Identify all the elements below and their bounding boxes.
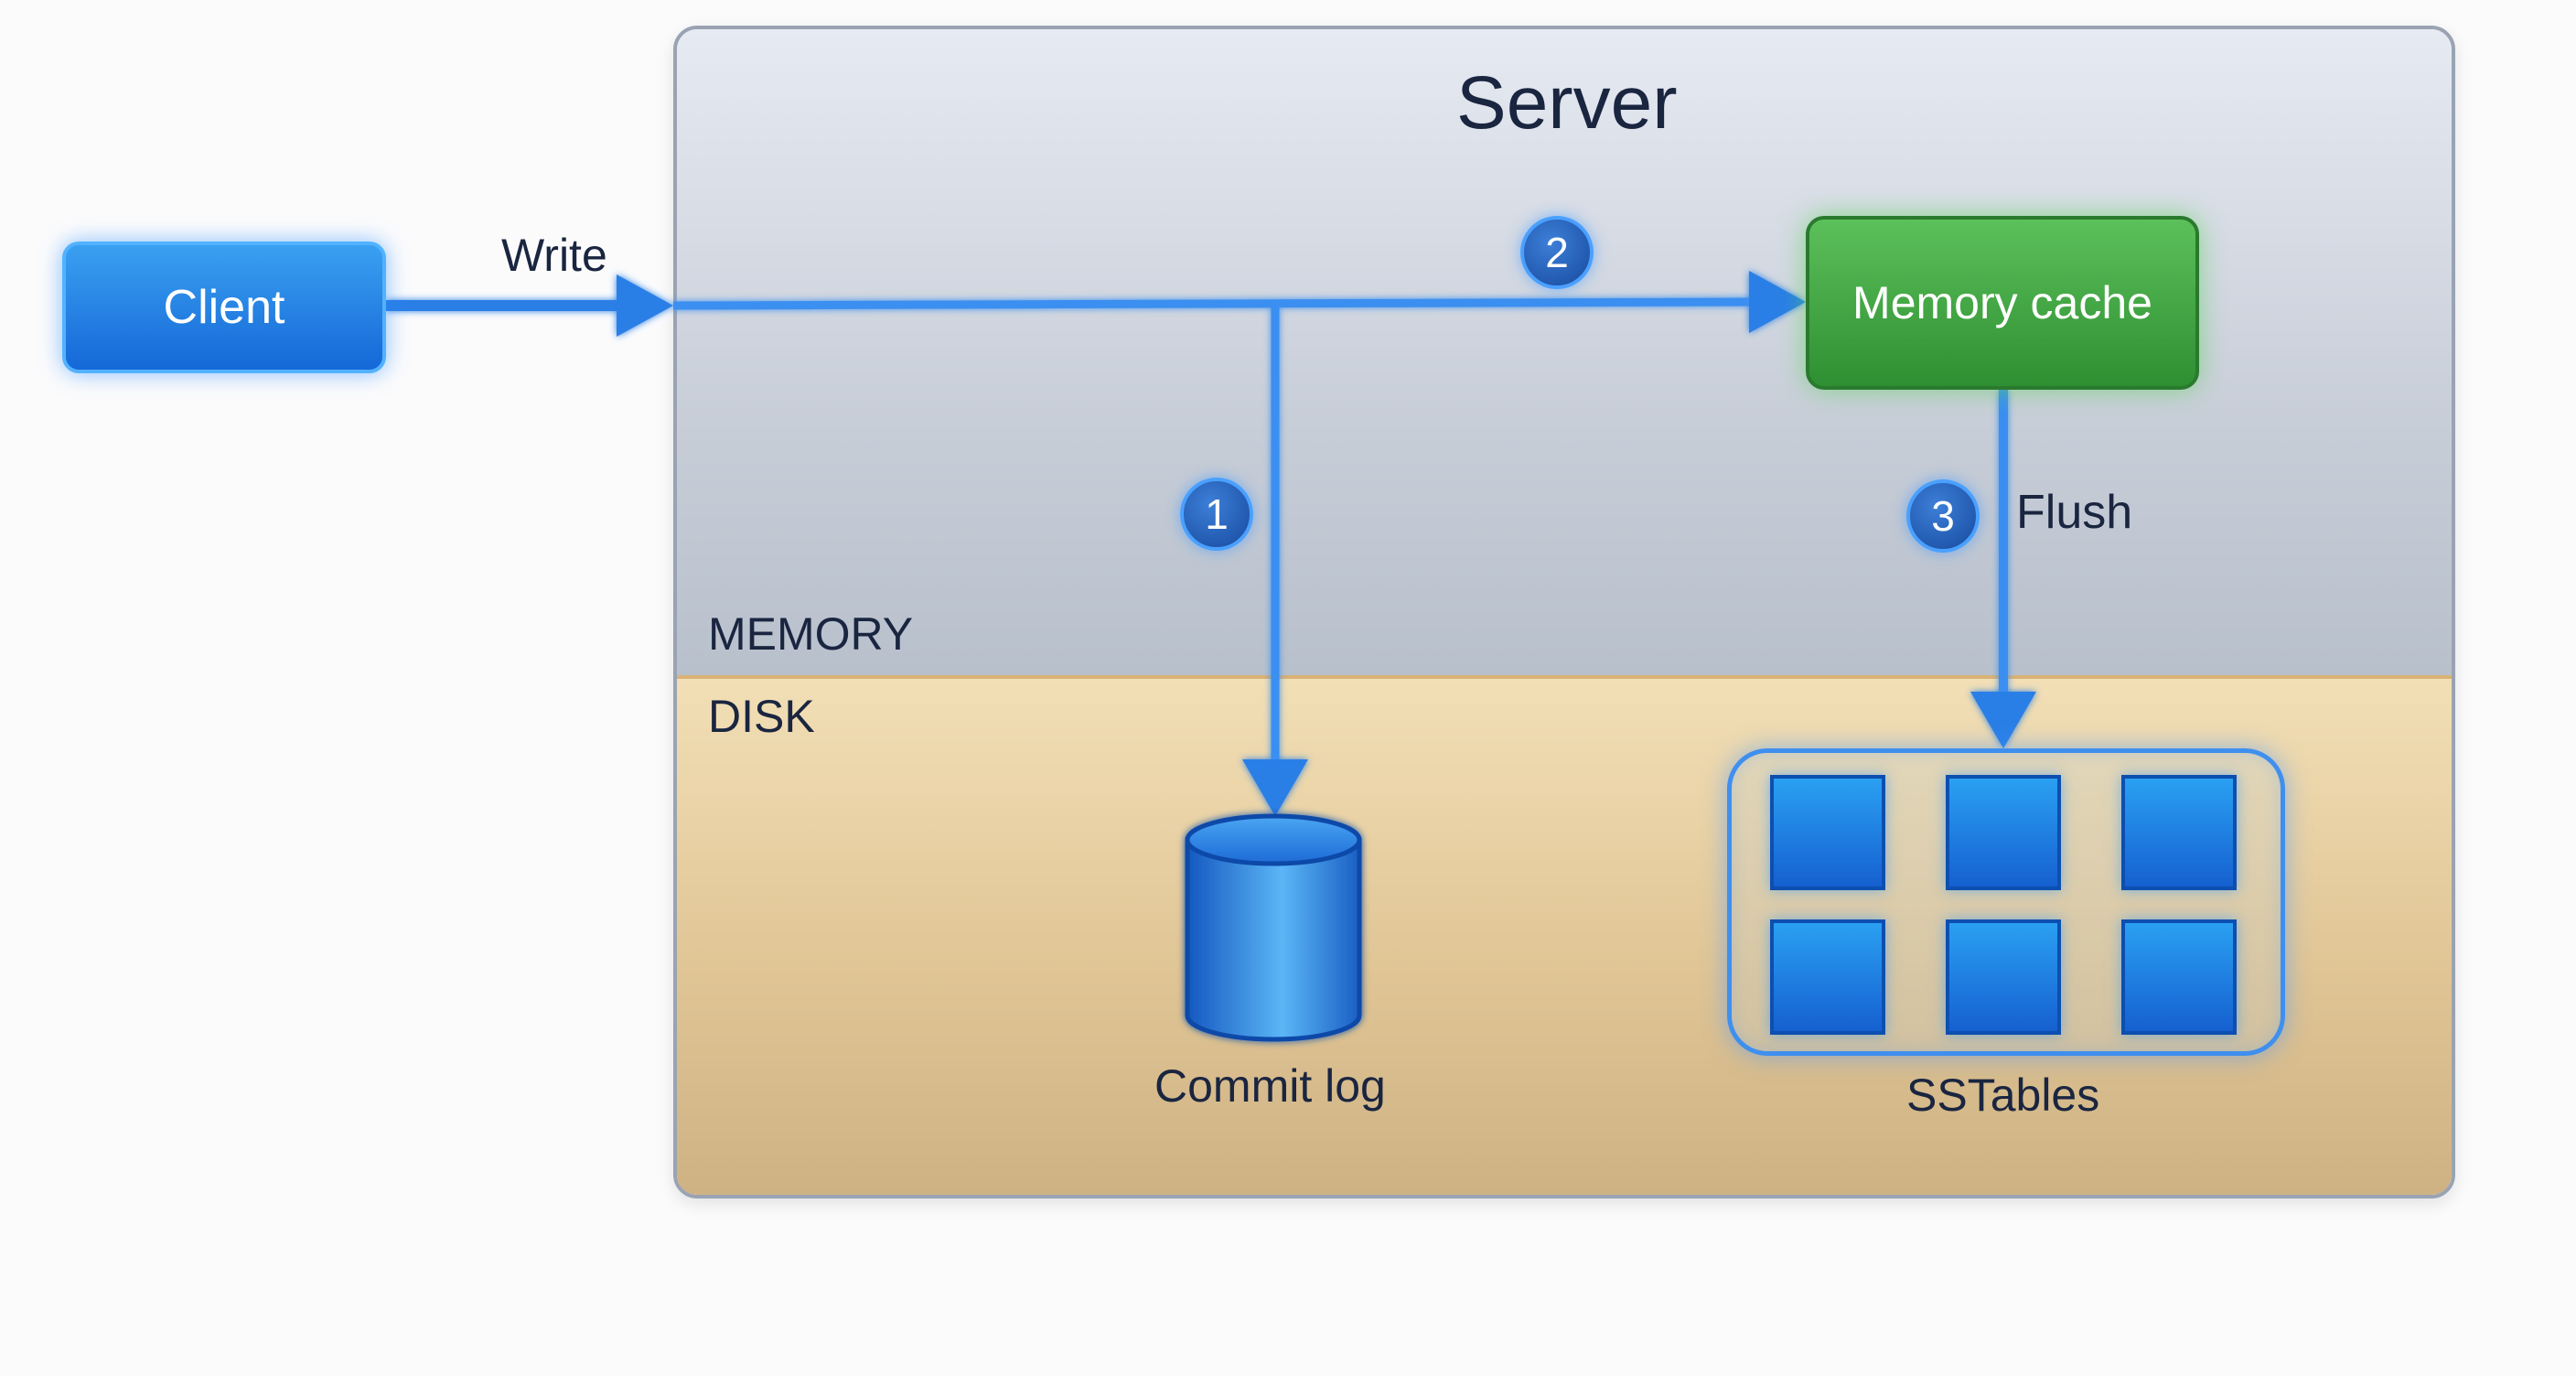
step-badge-number: 3 bbox=[1931, 492, 1955, 540]
to-memory-cache-arrow bbox=[672, 271, 1806, 333]
memory-cache-label: Memory cache bbox=[1852, 277, 2152, 328]
sstable-block bbox=[1946, 775, 2061, 890]
sstable-block bbox=[2121, 919, 2237, 1035]
to-commit-log-arrow bbox=[1242, 306, 1308, 816]
sstable-block bbox=[1770, 919, 1885, 1035]
step-badge-1: 1 bbox=[1180, 478, 1253, 551]
step-badge-3: 3 bbox=[1906, 479, 1980, 553]
commit-log-label: Commit log bbox=[1154, 1060, 1386, 1112]
flush-arrow bbox=[1970, 390, 2036, 748]
sstable-block bbox=[2121, 775, 2237, 890]
write-label: Write bbox=[501, 230, 607, 281]
client-label: Client bbox=[163, 281, 285, 334]
flush-label: Flush bbox=[2016, 486, 2133, 539]
write-arrow bbox=[386, 274, 673, 337]
sstables-group bbox=[1727, 748, 2285, 1056]
sstables-label: SSTables bbox=[1906, 1070, 2100, 1121]
commit-log-cylinder-icon bbox=[1185, 813, 1362, 1042]
step-badge-2: 2 bbox=[1520, 216, 1594, 289]
memory-region-label: MEMORY bbox=[708, 608, 914, 660]
step-badge-number: 2 bbox=[1545, 229, 1569, 276]
disk-region-label: DISK bbox=[708, 691, 815, 742]
client-node: Client bbox=[62, 242, 386, 373]
sstable-block bbox=[1770, 775, 1885, 890]
sstable-block bbox=[1946, 919, 2061, 1035]
memory-cache-node: Memory cache bbox=[1806, 216, 2199, 390]
server-container bbox=[673, 26, 2455, 1199]
server-title: Server bbox=[1456, 61, 1678, 145]
step-badge-number: 1 bbox=[1205, 490, 1229, 538]
